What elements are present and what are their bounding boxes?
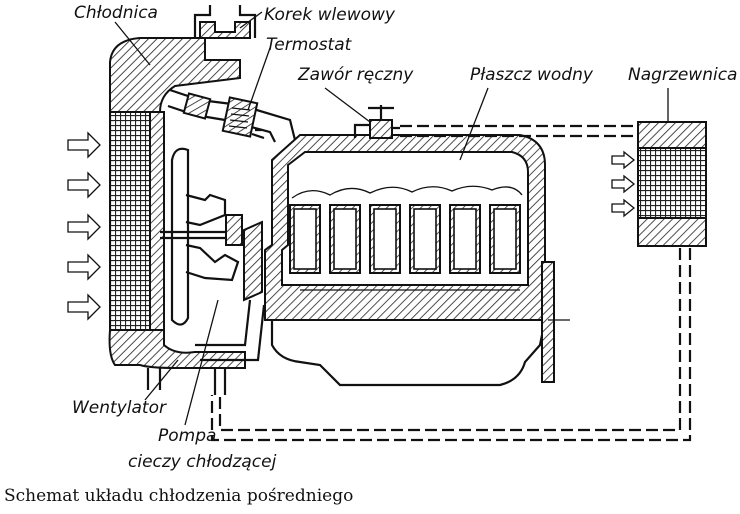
radiator-bottom-tank [108, 329, 246, 369]
thermostat-assembly [167, 88, 297, 143]
radiator-airflow-arrows [67, 131, 101, 321]
label-heater: Nagrzewnica [628, 65, 737, 85]
thermostat-housing-left [182, 92, 212, 120]
flywheel [541, 261, 555, 383]
fan [170, 147, 190, 326]
radiator-top-tank [109, 37, 241, 113]
fan-and-pump [146, 147, 266, 395]
manual-valve [353, 105, 400, 139]
label-water-jacket: Płaszcz wodny [470, 65, 594, 85]
right-arrow-outline-icon [67, 253, 101, 281]
crankcase [270, 319, 547, 387]
label-manual-valve: Zawór ręczny [297, 65, 414, 85]
label-radiator: Chłodnica [74, 3, 158, 23]
label-filler-cap: Korek wlewowy [264, 5, 396, 25]
cylinders [289, 204, 521, 274]
filler-neck [193, 5, 257, 38]
heater-circuit [210, 105, 707, 442]
engine-block [264, 134, 570, 387]
label-pump-line1: Pompa [158, 426, 216, 446]
right-arrow-outline-icon [67, 213, 101, 241]
radiator-side-wall [149, 111, 165, 331]
label-pump-line2: cieczy chłodzącej [128, 452, 277, 472]
heater [637, 121, 707, 247]
right-arrow-outline-icon [67, 293, 101, 321]
heater-airflow-arrows [611, 150, 636, 218]
label-thermostat: Termostat [266, 35, 353, 55]
label-fan: Wentylator [72, 398, 167, 418]
radiator [108, 5, 257, 369]
coolant-pump [225, 214, 243, 246]
diagram-caption: Schemat układu chłodzenia pośredniego [4, 486, 354, 506]
leader-lines [114, 11, 669, 426]
right-arrow-outline-icon [67, 171, 101, 199]
filler-cap [199, 21, 251, 39]
thermostat-body [221, 96, 259, 138]
right-arrow-outline-icon [67, 131, 101, 159]
